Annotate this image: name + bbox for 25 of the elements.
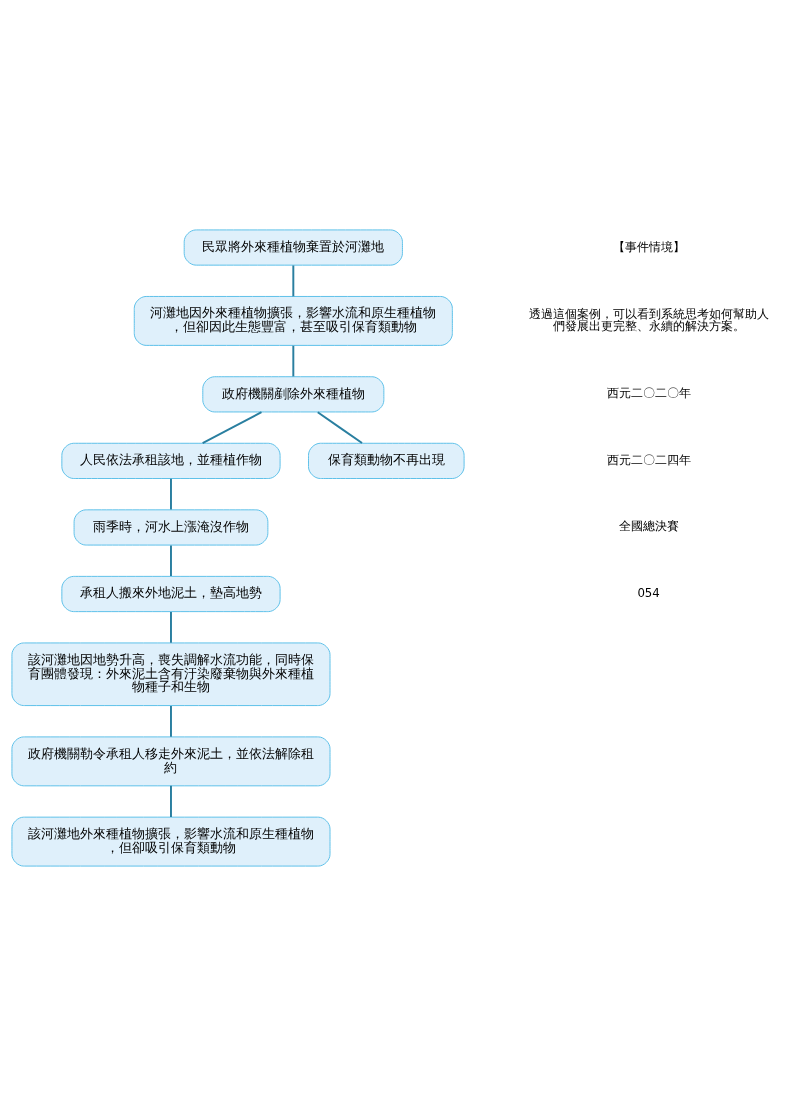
node-box: 政府機關勒令承租人移走外來泥土，並依法解除租約 xyxy=(11,735,331,786)
label: 054 xyxy=(637,585,660,600)
node-box: 該河灘地外來種植物擴張，影響水流和原生種植物，但卻吸引保育類動物 xyxy=(11,816,331,867)
node-box: 人民依法承租該地，並種植作物 xyxy=(61,442,281,479)
connector xyxy=(316,410,364,444)
connector xyxy=(170,610,172,644)
node-box: 河灘地因外來種植物擴張，影響水流和原生種植物，但卻因此生態豐富，甚至吸引保育類動物 xyxy=(133,295,453,346)
node-box: 保育類動物不再出現 xyxy=(308,442,465,479)
connector xyxy=(292,263,295,297)
connector xyxy=(292,344,295,377)
label: 西元二〇二〇年 xyxy=(606,385,691,400)
connector xyxy=(170,704,172,738)
connector xyxy=(170,543,172,577)
node-box: 承租人搬來外地泥土，墊高地勢 xyxy=(61,575,281,612)
connector xyxy=(170,477,172,510)
node-box: 政府機關剷除外來種植物 xyxy=(202,375,385,412)
label: 全國總決賽 xyxy=(618,518,679,533)
label: 西元二〇二四年 xyxy=(606,452,691,467)
node-box: 雨季時，河水上漲淹沒作物 xyxy=(73,508,269,546)
connector xyxy=(201,410,263,444)
node-box: 民眾將外來種植物棄置於河灘地 xyxy=(183,228,403,266)
connector xyxy=(170,784,172,818)
label: 透過這個案例，可以看到系統思考如何幫助人們發展出更完整、永續的解決方案。 xyxy=(528,306,769,333)
label: 【事件情境】 xyxy=(612,239,685,254)
node-box: 該河灘地因地勢升高，喪失調解水流功能，同時保育團體發現：外來泥土含有汙染廢棄物與外來種植物種子和生物 xyxy=(11,641,331,706)
